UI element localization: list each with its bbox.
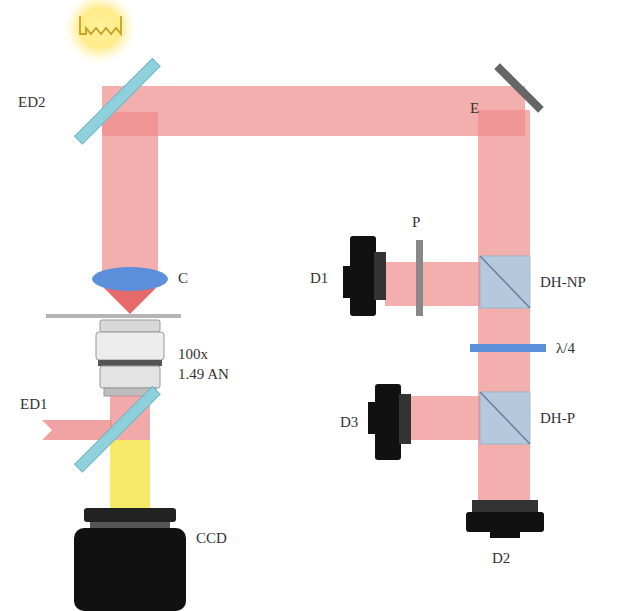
beam-splitter <box>480 256 530 308</box>
beam <box>102 86 525 136</box>
component-label: D3 <box>340 412 358 432</box>
lamp-filament <box>80 16 121 34</box>
component-label: CCD <box>196 528 227 548</box>
detector <box>490 530 520 538</box>
objective <box>96 332 164 360</box>
component-label: 100x 1.49 AN <box>178 344 236 385</box>
component-label: D2 <box>492 548 510 568</box>
emission-beam <box>110 440 150 512</box>
beam <box>385 262 480 306</box>
component-label: E <box>470 98 479 118</box>
component-label: ED2 <box>18 92 46 112</box>
detector <box>472 500 538 514</box>
beam <box>478 110 530 510</box>
component-label: D1 <box>310 268 328 288</box>
detector <box>374 252 386 300</box>
detector <box>375 384 401 460</box>
lamp-glow <box>64 0 136 64</box>
objective <box>100 366 160 388</box>
dichroic-mirror <box>75 387 161 473</box>
beam <box>102 112 158 282</box>
waveplate <box>470 344 546 352</box>
detector <box>350 236 376 316</box>
mirror <box>494 63 543 112</box>
camera <box>90 522 170 528</box>
camera <box>74 528 186 611</box>
beam <box>410 396 480 440</box>
polarizer <box>416 240 423 316</box>
component-label: DH-NP <box>540 272 586 292</box>
dichroic-mirror <box>75 59 161 145</box>
component-label: C <box>178 268 188 288</box>
camera <box>84 508 176 522</box>
detector <box>466 512 544 532</box>
component-label: DH-P <box>540 408 575 428</box>
beam-splitter <box>480 392 530 444</box>
beam-splitter <box>480 392 530 444</box>
condenser-lens <box>92 267 168 291</box>
objective <box>100 320 160 332</box>
detector <box>399 394 411 444</box>
sample-slide <box>46 314 181 318</box>
objective <box>98 360 162 366</box>
component-label: P <box>412 212 420 232</box>
component-label: λ/4 <box>556 338 575 358</box>
focus-cone <box>104 288 156 314</box>
component-label: ED1 <box>20 394 48 414</box>
beam-splitter <box>480 256 530 308</box>
